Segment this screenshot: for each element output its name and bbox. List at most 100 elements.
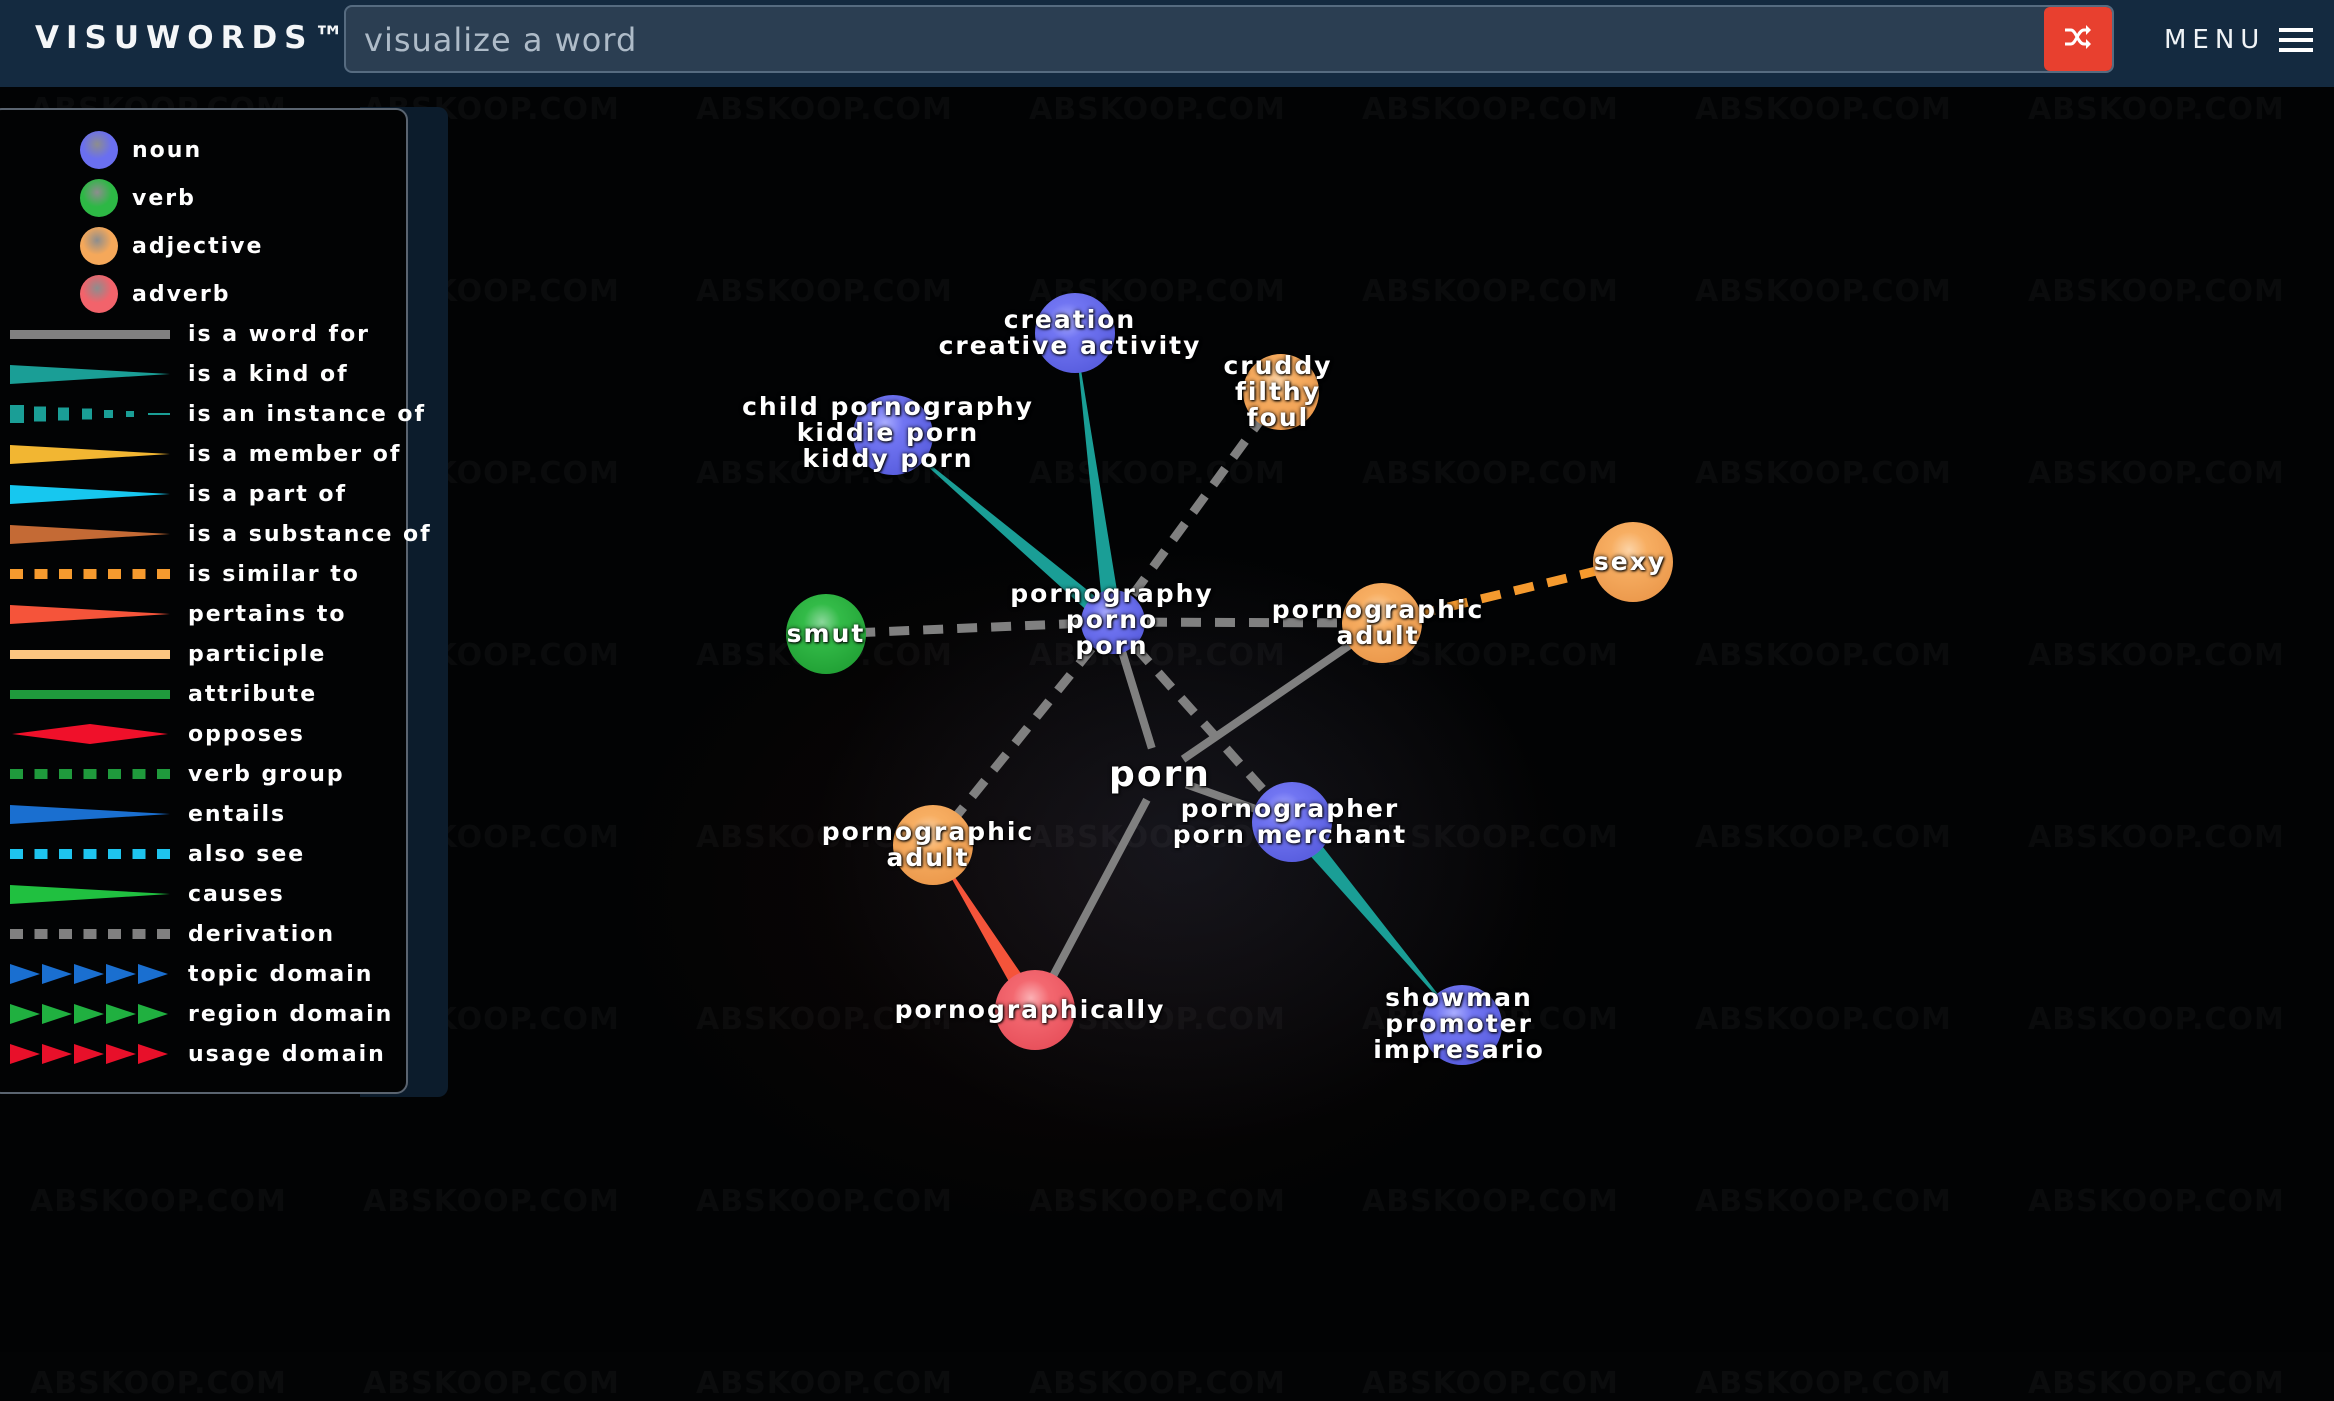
node-smut[interactable] [786, 594, 866, 674]
is-a-part-of-line-icon [10, 482, 170, 506]
legend-pos-adjective: adjective [80, 226, 263, 266]
shuffle-icon [2063, 24, 2093, 54]
hamburger-icon [2279, 22, 2314, 58]
random-word-button[interactable] [2044, 7, 2112, 71]
node-label-pornographically[interactable]: pornographically [895, 997, 1166, 1023]
also-see-line-icon [10, 842, 170, 866]
legend-relation-is-a-word-for: is a word for [10, 319, 370, 349]
edge-pornography-pornographic_r [1112, 617, 1383, 628]
is-an-instance-of-line-icon [10, 402, 170, 426]
watermark-text: ABSKOOP.COM [1029, 1366, 1286, 1401]
legend-relation-topic-domain: topic domain [10, 959, 373, 989]
legend-pos-verb: verb [80, 178, 196, 218]
edge-pornography-child [893, 435, 1119, 629]
search-input[interactable] [362, 7, 2046, 71]
legend-relation-label: region domain [188, 1001, 394, 1027]
node-cruddy[interactable] [1243, 354, 1319, 430]
derivation-line-icon [10, 922, 170, 946]
legend-pos-label: adjective [132, 233, 264, 259]
node-showman[interactable] [1422, 985, 1502, 1065]
node-pornography[interactable] [1081, 590, 1145, 654]
node-label-smut[interactable]: smut [787, 621, 866, 647]
node-label-line: kiddy porn [802, 444, 974, 473]
node-creation[interactable] [1035, 293, 1115, 373]
legend-relation-label: entails [188, 801, 287, 827]
edge-pornography-pornographer [1109, 618, 1296, 826]
watermark-text: ABSKOOP.COM [363, 1366, 620, 1401]
edge-pornographically-pornographic_l [933, 845, 1043, 1015]
center-word[interactable]: porn [1109, 754, 1211, 795]
node-label-line: pornography [1010, 579, 1214, 608]
node-label-line: pornographic [821, 817, 1035, 846]
legend-relation-label: is similar to [188, 561, 360, 587]
is-a-substance-of-line-icon [10, 522, 170, 546]
legend-relation-label: usage domain [188, 1041, 386, 1067]
node-sexy[interactable] [1593, 522, 1673, 602]
node-label-line: pornographic [1271, 595, 1485, 624]
node-label-line: sexy [1593, 547, 1667, 576]
legend-relation-is-a-substance-of: is a substance of [10, 519, 432, 549]
node-child[interactable] [853, 395, 933, 475]
legend-relation-label: opposes [188, 721, 305, 747]
legend-relation-label: topic domain [188, 961, 374, 987]
node-label-line: cruddy [1223, 351, 1333, 380]
legend-relation-causes: causes [10, 879, 285, 909]
node-label-sexy[interactable]: sexy [1594, 549, 1666, 575]
adverb-dot-icon [80, 275, 118, 313]
node-pornographer[interactable] [1252, 782, 1332, 862]
legend-relation-pertains-to: pertains to [10, 599, 346, 629]
is-a-word-for-line-icon [10, 322, 170, 346]
legend-relation-label: attribute [188, 681, 318, 707]
node-label-line: kiddie porn [796, 418, 980, 447]
legend-relation-also-see: also see [10, 839, 305, 869]
node-label-line: porno [1065, 605, 1159, 634]
legend-relation-usage-domain: usage domain [10, 1039, 386, 1069]
verb-dot-icon [80, 179, 118, 217]
node-label-line: adult [886, 843, 970, 872]
app-logo[interactable]: VISUWORDS™ [35, 20, 352, 56]
node-label-line: creation [1003, 305, 1137, 334]
legend-relation-label: participle [188, 641, 327, 667]
edge-porn-pornographic_r [1180, 619, 1385, 763]
legend-relation-label: is a word for [188, 321, 371, 347]
legend-relation-label: derivation [188, 921, 336, 947]
node-label-line: adult [1336, 621, 1420, 650]
participle-line-icon [10, 642, 170, 666]
verb-group-line-icon [10, 762, 170, 786]
legend-relation-label: is a part of [188, 481, 348, 507]
legend-relation-label: is a member of [188, 441, 402, 467]
legend-relation-verb-group: verb group [10, 759, 345, 789]
node-label-line: impresario [1373, 1035, 1545, 1064]
node-pornographically[interactable] [995, 970, 1075, 1050]
legend-relation-is-a-member-of: is a member of [10, 439, 401, 469]
legend-relation-label: is a substance of [188, 521, 432, 547]
legend-relation-region-domain: region domain [10, 999, 393, 1029]
edge-pornography-pornographic_l [929, 619, 1117, 848]
legend-pos-label: noun [132, 137, 203, 163]
node-label-line: porn merchant [1172, 820, 1408, 849]
legend-relation-is-an-instance-of: is an instance of [10, 399, 426, 429]
node-label-line: pornographically [894, 995, 1166, 1024]
node-pornographic_l[interactable] [893, 805, 973, 885]
node-label-line: showman [1385, 983, 1533, 1012]
node-pornographic_r[interactable] [1342, 583, 1422, 663]
entails-line-icon [10, 802, 170, 826]
pertains-to-line-icon [10, 602, 170, 626]
node-label-line: child pornography [742, 392, 1034, 421]
legend-relation-derivation: derivation [10, 919, 335, 949]
is-a-kind-of-line-icon [10, 362, 170, 386]
attribute-line-icon [10, 682, 170, 706]
node-label-line: smut [786, 619, 866, 648]
search-box [344, 5, 2114, 73]
menu-button[interactable]: MENU [2164, 22, 2314, 58]
node-label-line: promoter [1385, 1009, 1533, 1038]
edge-pornography-cruddy [1109, 389, 1285, 625]
